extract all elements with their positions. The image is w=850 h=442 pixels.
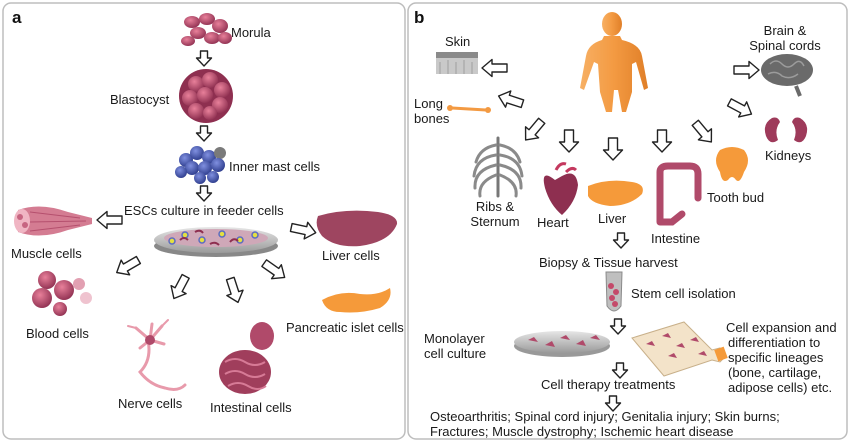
label-nerve-cells: Nerve cells (118, 396, 183, 411)
arrow-to-intestine (651, 129, 673, 153)
long-bone-illustration (447, 105, 491, 113)
nerve-cells-illustration (127, 319, 187, 391)
label-ribs-1: Ribs & (475, 199, 515, 214)
label-inner-mass: Inner mast cells (229, 159, 321, 174)
label-expansion-4: (bone, cartilage, (728, 365, 822, 380)
arrow-to-liver-cells (288, 218, 319, 242)
tooth-bud-illustration (716, 147, 748, 181)
label-morula: Morula (231, 25, 271, 40)
culture-flask (631, 321, 728, 377)
arrow-to-muscle (96, 210, 123, 230)
arrow-to-nerve (165, 271, 194, 304)
label-stem-isolation: Stem cell isolation (631, 286, 736, 301)
label-tooth-bud: Tooth bud (707, 190, 765, 205)
arrow-to-long-bones (495, 87, 526, 113)
arrow-inner-mass-to-culture (195, 185, 213, 202)
label-expansion-1: Cell expansion and (726, 320, 837, 335)
ribs-sternum-illustration (472, 136, 524, 198)
label-expansion-2: differentiation to (728, 335, 821, 350)
arrow-to-heart (558, 129, 580, 153)
morula-illustration (181, 13, 232, 46)
heart-illustration (543, 162, 578, 215)
monolayer-dish (514, 331, 610, 357)
label-blood-cells: Blood cells (26, 326, 89, 341)
arrow-to-therapy (611, 362, 629, 379)
label-blastocyst: Blastocyst (110, 92, 170, 107)
pancreas-illustration (322, 288, 391, 313)
label-biopsy: Biopsy & Tissue harvest (539, 255, 678, 270)
arrow-to-tooth (688, 116, 719, 149)
label-expansion-3: specific lineages (728, 350, 824, 365)
label-pancreatic: Pancreatic islet cells (286, 320, 404, 335)
label-skin: Skin (445, 34, 471, 49)
label-long-bones-1: Long (414, 96, 443, 111)
muscle-cells-illustration (14, 206, 92, 236)
label-kidneys: Kidneys (765, 148, 812, 163)
label-muscle-cells: Muscle cells (11, 246, 82, 261)
kidneys-illustration (764, 117, 808, 143)
label-diseases-1: Osteoarthritis; Spinal cord injury; Geni… (430, 409, 780, 424)
panel-b-letter: b (414, 8, 425, 27)
arrow-to-liver-organ (602, 137, 624, 161)
blastocyst-illustration (179, 69, 233, 123)
arrow-to-skin (481, 58, 508, 78)
arrow-to-blood (111, 251, 144, 281)
arrow-morula-to-blastocyst (195, 50, 213, 67)
label-monolayer-2: cell culture (424, 346, 487, 361)
panel-a-letter: a (12, 8, 22, 27)
label-long-bones-2: bones (414, 111, 450, 126)
label-diseases-2: Fractures; Muscle dystrophy; Ischemic he… (430, 424, 734, 439)
label-brain-2: Spinal cords (749, 38, 821, 53)
human-body-illustration (580, 12, 648, 112)
arrow-to-brain (733, 60, 760, 80)
label-ribs-2: Sternum (470, 214, 520, 229)
arrow-blastocyst-to-inner-mass (195, 125, 213, 142)
label-liver: Liver (598, 211, 627, 226)
arrow-to-biopsy (612, 232, 630, 249)
panel-a-frame (2, 2, 406, 440)
label-liver-cells: Liver cells (322, 248, 380, 263)
arrow-to-intestinal (221, 275, 247, 306)
label-intestine: Intestine (651, 231, 701, 246)
intestine-illustration (656, 162, 702, 226)
feeder-culture-dish (154, 227, 278, 257)
label-monolayer-1: Monolayer (424, 331, 485, 346)
arrow-to-kidneys (724, 94, 757, 123)
liver-cells-illustration (316, 210, 398, 247)
skin-illustration (436, 52, 478, 74)
arrow-to-culture (609, 318, 627, 335)
stem-cell-tube-illustration (605, 271, 623, 312)
arrow-to-ribs (518, 114, 549, 147)
label-therapy: Cell therapy treatments (541, 377, 676, 392)
label-heart: Heart (537, 215, 569, 230)
label-esc-culture: ESCs culture in feeder cells (124, 203, 284, 218)
label-expansion-5: adipose cells) etc. (728, 380, 833, 395)
liver-organ-illustration (588, 180, 643, 206)
arrow-to-pancreatic (258, 255, 291, 286)
label-brain-1: Brain & (763, 23, 807, 38)
inner-mass-cells-illustration (175, 146, 226, 184)
intestinal-cells-illustration (219, 322, 274, 394)
panel-b-frame (407, 2, 848, 440)
brain-illustration (761, 54, 813, 97)
blood-cells-illustration (32, 271, 92, 316)
label-intestinal-cells: Intestinal cells (210, 400, 292, 415)
